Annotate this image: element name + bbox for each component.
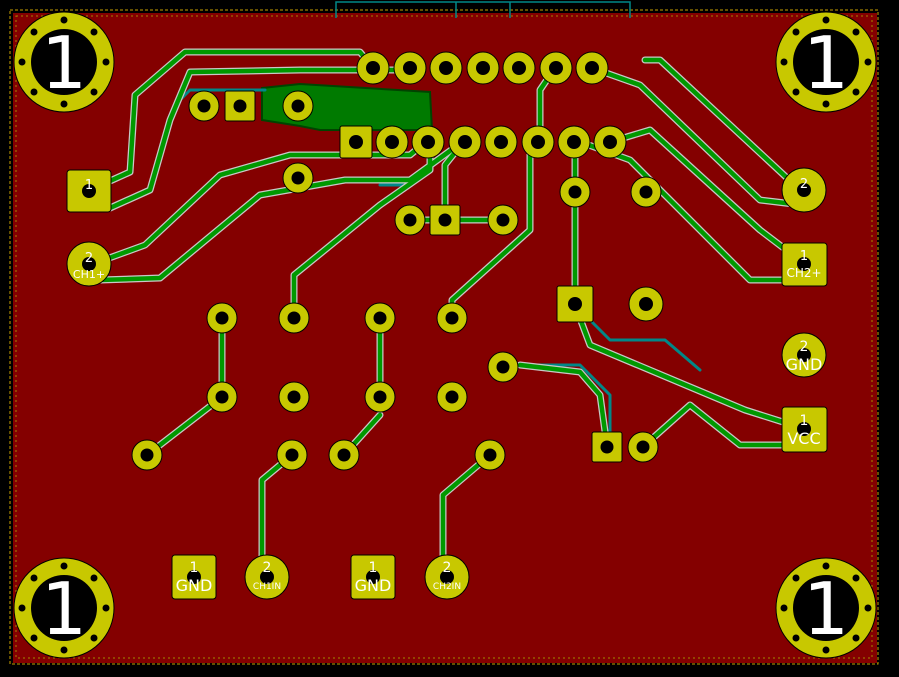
connector-label: CH2IN — [433, 582, 461, 592]
pad-round — [188, 90, 220, 122]
pad-round — [557, 125, 591, 159]
pad-round — [375, 125, 409, 159]
connectors: 1 2 CH1+ 2 1 CH2+ 2 GND 1 — [66, 167, 828, 600]
pad-round — [474, 439, 506, 471]
connector-pin-number: 1 — [369, 560, 378, 576]
connector-pin-number: 1 — [85, 178, 93, 193]
connector-label: VCC — [787, 429, 820, 448]
pad-round — [559, 176, 591, 208]
grid-pads — [131, 302, 506, 471]
pad-round — [487, 204, 519, 236]
pad-round — [276, 439, 308, 471]
connector-bottom-gnd-2: 1 GND — [350, 554, 396, 600]
connector-pin-number: 2 — [800, 177, 808, 192]
pad-square — [429, 204, 461, 236]
header-top-row — [356, 51, 609, 85]
pad-round — [393, 51, 427, 85]
connector-pin-number: 1 — [800, 249, 808, 264]
connector-pin-number: 1 — [800, 413, 809, 429]
mounting-hole: 1 — [775, 557, 877, 659]
connector-bottom-ch1: 2 CH1IN — [244, 554, 290, 600]
connector-left-pin2: 2 CH1+ — [66, 241, 112, 287]
pad-round — [539, 51, 573, 85]
pad-round — [628, 286, 664, 322]
pad-round — [593, 125, 627, 159]
mounting-hole: 1 — [13, 557, 115, 659]
pad-round — [206, 381, 238, 413]
pad-round — [364, 302, 396, 334]
mounting-hole: 1 — [13, 11, 115, 113]
edge-cuts-inner — [15, 15, 873, 659]
mounting-hole-label: 1 — [41, 567, 87, 651]
connector-label: CH1IN — [253, 582, 281, 592]
pad-round — [429, 51, 463, 85]
pad-round — [627, 431, 659, 463]
pad-round — [521, 125, 555, 159]
connector-right-gnd: 2 GND — [781, 332, 827, 378]
header-second-row — [339, 125, 627, 159]
mounting-hole-label: 1 — [803, 567, 849, 651]
pad-round — [411, 125, 445, 159]
pad-round — [487, 351, 519, 383]
pad-round — [364, 381, 396, 413]
component-pads — [188, 90, 664, 463]
connector-label: CH1+ — [73, 268, 105, 281]
pad-round — [356, 51, 390, 85]
pad-square — [224, 90, 256, 122]
mounting-holes: 1 1 1 1 — [13, 11, 877, 659]
connector-label: GND — [355, 576, 392, 595]
pad-round — [502, 51, 536, 85]
edge-cuts-outline — [9, 9, 879, 665]
mounting-hole: 1 — [775, 11, 877, 113]
pad-round — [282, 90, 314, 122]
connector-label: GND — [786, 355, 823, 374]
pad-round — [575, 51, 609, 85]
connector-pin-number: 2 — [443, 560, 452, 576]
connector-right-top-pin2: 2 — [781, 167, 827, 213]
pad-round — [436, 302, 468, 334]
connector-label: GND — [176, 576, 213, 595]
pad-square — [339, 125, 373, 159]
pad-round — [436, 381, 468, 413]
connector-label: CH2+ — [786, 266, 821, 280]
pad-round — [278, 302, 310, 334]
pad-square — [591, 431, 623, 463]
top-component-outline — [335, 1, 631, 18]
pad-round — [282, 162, 314, 194]
mounting-hole-label: 1 — [41, 21, 87, 105]
connector-right-vcc: 1 VCC — [781, 406, 828, 453]
connector-pin-number: 2 — [85, 251, 93, 266]
connector-bottom-ch2: 2 CH2IN — [424, 554, 470, 600]
pad-round — [206, 302, 238, 334]
connector-pin-number: 2 — [263, 560, 272, 576]
pad-round — [394, 204, 426, 236]
pad-round — [630, 176, 662, 208]
connector-left-pin1: 1 — [66, 169, 112, 213]
mounting-hole-label: 1 — [803, 21, 849, 105]
pad-round — [448, 125, 482, 159]
pad-round — [466, 51, 500, 85]
pad-round — [131, 439, 163, 471]
pad-round — [484, 125, 518, 159]
pad-round — [328, 439, 360, 471]
pad-round — [278, 381, 310, 413]
connector-right-ch2: 1 CH2+ — [781, 242, 828, 287]
connector-pin-number: 1 — [190, 560, 199, 576]
pad-square — [556, 285, 594, 323]
connector-pin-number: 2 — [800, 339, 809, 355]
connector-bottom-gnd-1: 1 GND — [171, 554, 217, 600]
